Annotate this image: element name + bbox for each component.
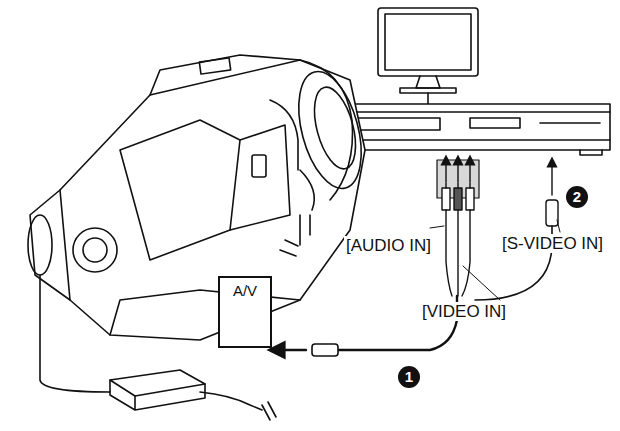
port-label: [VIDEO IN] (420, 302, 508, 321)
jack-label: A/V (220, 278, 270, 299)
port-label: [AUDIO IN] (344, 236, 433, 255)
camcorder (28, 55, 373, 340)
inset-box: A/V (218, 276, 272, 348)
ac-adaptor (40, 275, 276, 420)
callout-number: 2 (566, 186, 588, 208)
s-video-plug (475, 162, 560, 300)
port-label: [S-VIDEO IN] (500, 234, 605, 253)
rca-plugs (336, 160, 500, 350)
callout-number: 1 (398, 366, 420, 388)
tv-monitor (378, 8, 478, 104)
